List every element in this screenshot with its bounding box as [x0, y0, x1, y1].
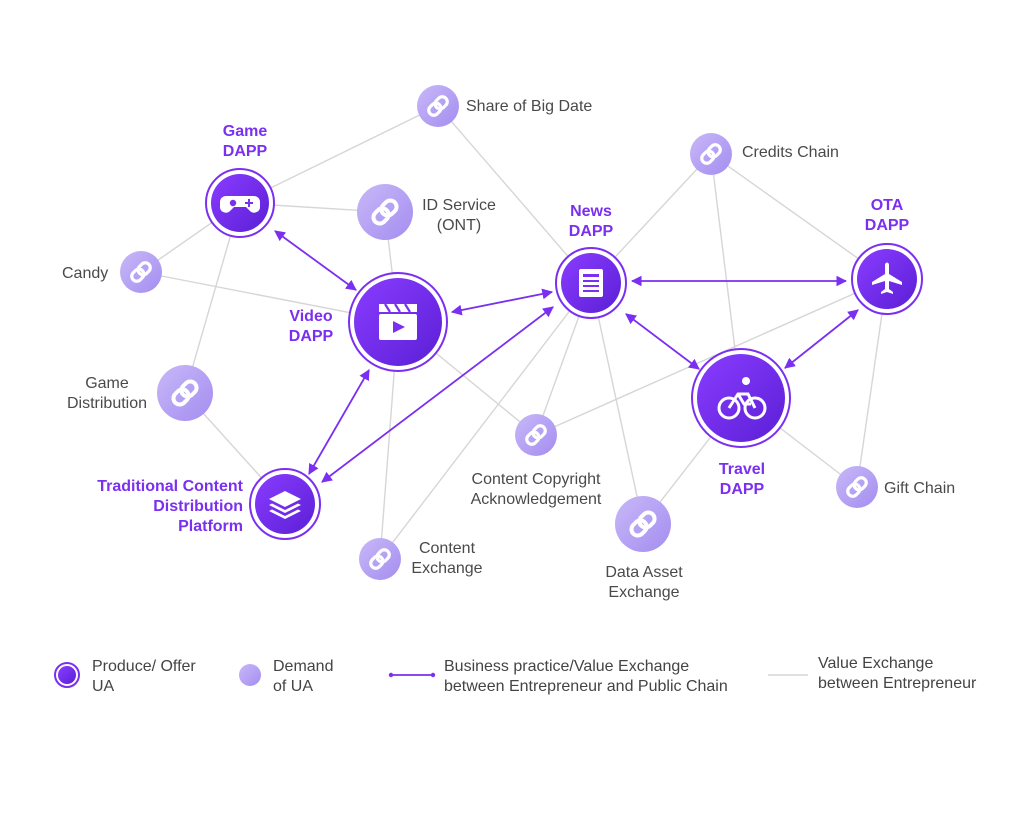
label-news-dapp: News DAPP: [568, 203, 614, 240]
node-tcdp[interactable]: [249, 468, 321, 540]
label-credits-chain: Credits Chain: [742, 144, 839, 161]
edge: [535, 278, 888, 436]
label-game-distribution: Game Distribution: [66, 375, 148, 412]
label-data-asset-exchange: Data Asset Exchange: [605, 564, 683, 601]
legend-demand-label: Demand of UA: [273, 658, 334, 695]
label-tcdp: Traditional Content Distribution Platfor…: [97, 478, 243, 535]
node-id-service[interactable]: [357, 184, 413, 240]
arrow-news-tcdp: [321, 306, 554, 483]
node-content-exchange[interactable]: [359, 538, 401, 580]
layers-icon: [269, 491, 301, 519]
node-travel-dapp[interactable]: [691, 348, 791, 448]
newspaper-icon: [579, 269, 603, 297]
business-arrows: [274, 230, 859, 483]
label-ota-dapp: OTA DAPP: [864, 197, 910, 234]
node-candy[interactable]: [120, 251, 162, 293]
label-video-dapp: Video DAPP: [288, 308, 334, 345]
legend-business-label: Business practice/Value Exchange between…: [444, 658, 728, 695]
legend-value-label: Value Exchange between Entrepreneur: [818, 655, 977, 692]
legend-business-line: [388, 672, 436, 678]
clapperboard-icon: [379, 303, 417, 340]
airplane-icon: [872, 262, 902, 294]
node-news-dapp[interactable]: [555, 247, 627, 319]
node-ota-dapp[interactable]: [851, 243, 923, 315]
arrow-game-video: [274, 230, 357, 291]
gamepad-icon: [220, 196, 260, 213]
label-content-exchange: Content Exchange: [411, 540, 483, 577]
node-share-big-date[interactable]: [417, 85, 459, 127]
legend-demand-swatch: [239, 664, 261, 686]
node-content-copyright[interactable]: [515, 414, 557, 456]
arrow-video-tcdp: [308, 369, 370, 475]
node-credits-chain[interactable]: [690, 133, 732, 175]
node-gift-chain[interactable]: [836, 466, 878, 508]
arrow-ota-travel: [784, 309, 859, 369]
label-id-service: ID Service (ONT): [422, 197, 496, 234]
edge: [590, 282, 644, 525]
label-game-dapp: Game DAPP: [222, 123, 268, 160]
node-game-dapp[interactable]: [205, 168, 275, 238]
edge: [239, 105, 439, 204]
node-data-asset-exchange[interactable]: [615, 496, 671, 552]
arrow-news-travel: [625, 313, 700, 370]
arrow-video-news: [450, 288, 554, 316]
legend-produce-swatch: [54, 662, 80, 688]
label-travel-dapp: Travel DAPP: [718, 461, 766, 498]
edge: [437, 105, 592, 284]
label-share-big-date: Share of Big Date: [466, 98, 593, 115]
legend-produce-label: Produce/ Offer UA: [92, 658, 196, 695]
label-gift-chain: Gift Chain: [884, 480, 956, 497]
node-video-dapp[interactable]: [348, 272, 448, 372]
label-content-copyright: Content Copyright Acknowledgement: [470, 471, 602, 508]
node-game-distribution[interactable]: [157, 365, 213, 421]
cyclist-icon: [717, 377, 767, 420]
label-candy: Candy: [62, 265, 109, 282]
